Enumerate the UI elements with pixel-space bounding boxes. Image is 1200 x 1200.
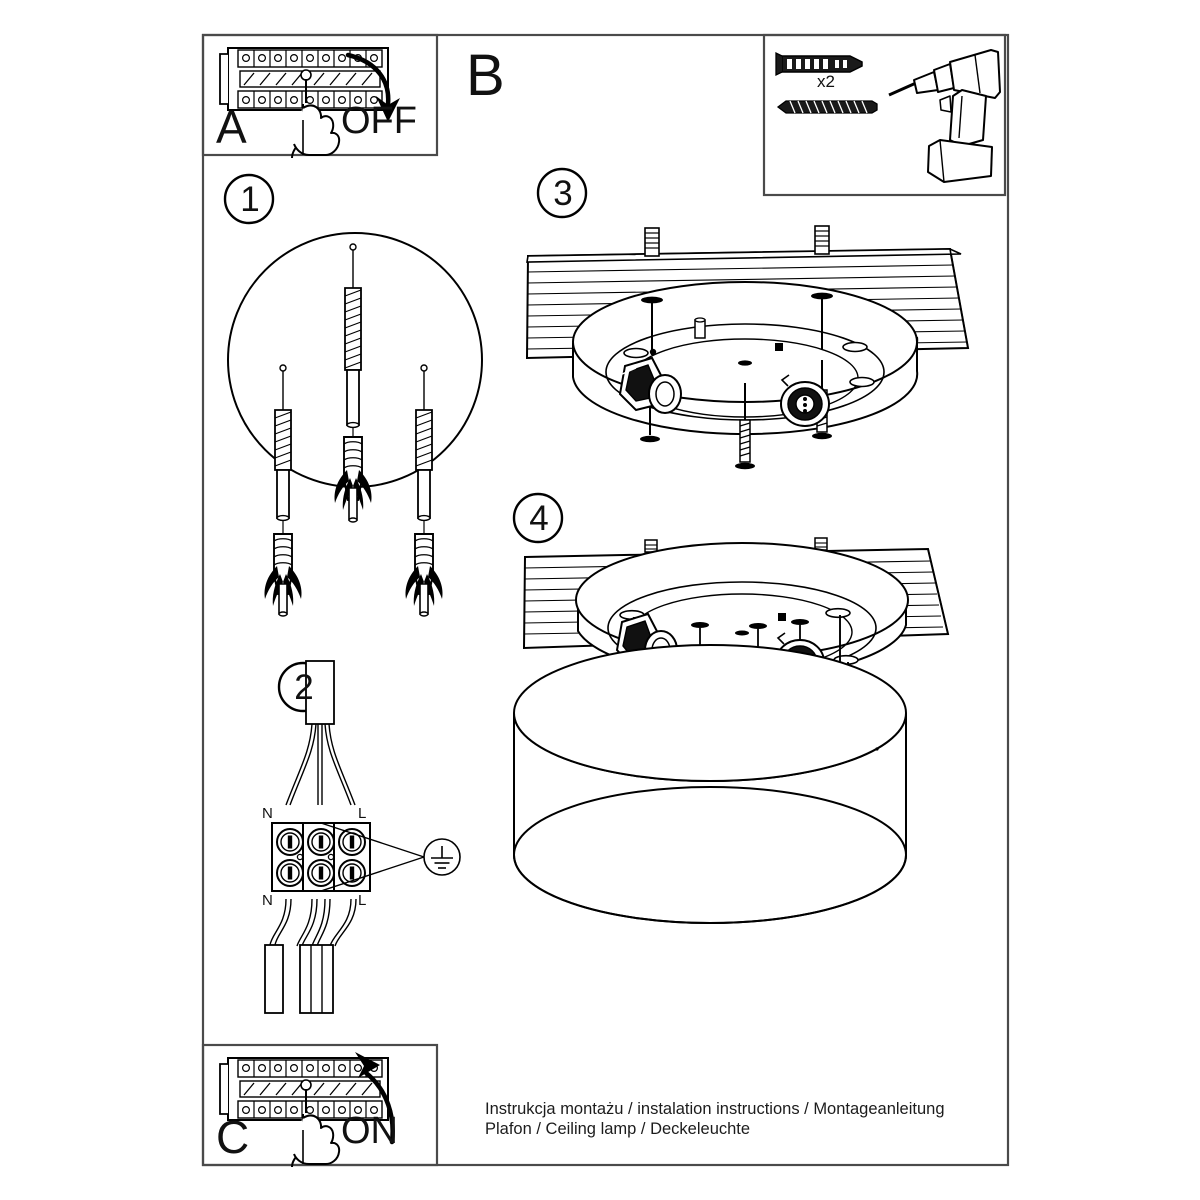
- terminal-block: [271, 822, 461, 892]
- wall-anchor-top-left-4: [644, 539, 658, 553]
- step-3-badge-circle: [536, 167, 588, 219]
- arrow-curved-down-icon: [345, 52, 400, 122]
- breaker-panel-off-icon: [219, 47, 389, 111]
- cylindrical-lamp-shade: [513, 644, 907, 924]
- earth-ground-icon: [423, 838, 461, 876]
- hand-pointing-icon-c: [291, 1114, 341, 1168]
- terminal-label-n-bottom: N: [262, 892, 273, 909]
- terminal-label-n-top: N: [262, 805, 273, 822]
- lamp-holder-left-3: [618, 356, 682, 414]
- step-4-badge-circle: [512, 492, 564, 544]
- step-3-illustration: [525, 225, 970, 470]
- lamp-cable-bottom: [269, 898, 357, 947]
- fixing-screw-3-right: [811, 292, 833, 350]
- panel-a-label: A: [216, 101, 247, 153]
- arrow-curved-up-icon: [355, 1052, 395, 1145]
- hand-pointing-icon-a: [291, 104, 341, 159]
- cable-sheath-left: [264, 944, 284, 1014]
- panel-c-label: C: [216, 1111, 250, 1163]
- power-on-word: ON: [341, 1110, 398, 1152]
- step-3-number: 3: [553, 174, 573, 213]
- small-screws-4: [691, 619, 809, 650]
- step-4-illustration: [513, 537, 950, 924]
- power-off-word: OFF: [341, 100, 417, 142]
- shade-top-ellipse: [513, 644, 907, 782]
- wall-anchor-top-left: [644, 227, 660, 257]
- loose-screw-3-center: [735, 383, 755, 470]
- tools-panel-frame: [762, 33, 1007, 197]
- wall-anchor-top-right: [814, 225, 830, 255]
- page-frame: [201, 33, 1010, 1167]
- step-1-badge-circle: [223, 173, 275, 225]
- section-letter: B: [466, 43, 505, 108]
- step-1-number: 1: [240, 180, 260, 219]
- wall-plug-anchor-icon: [775, 51, 863, 77]
- step-4-number: 4: [529, 499, 549, 538]
- wall-plug-quantity-label: x2: [817, 72, 835, 91]
- cable-sheath-right: [299, 944, 334, 1014]
- fixing-screw-3-left: [641, 296, 663, 355]
- terminal-label-l-bottom: L: [358, 892, 367, 909]
- footer-line-2: Plafon / Ceiling lamp / Deckeleuchte: [485, 1120, 751, 1138]
- screw-icon: [776, 100, 878, 114]
- mains-cable-top: [285, 660, 356, 806]
- screw-plug-assembly-center: [334, 243, 372, 523]
- terminal-label-l-top: L: [358, 805, 367, 822]
- screw-plug-assembly-right: [405, 364, 443, 617]
- footer-line-1: Instrukcja montażu / instalation instruc…: [485, 1100, 945, 1118]
- shade-bottom-ellipse: [513, 786, 907, 924]
- screw-plug-assembly-left: [264, 364, 302, 617]
- lamp-holder-right-3: [780, 374, 830, 427]
- step-2-number: 2: [294, 668, 314, 707]
- breaker-panel-on-icon: [219, 1057, 389, 1121]
- power-drill-icon: [888, 49, 1001, 183]
